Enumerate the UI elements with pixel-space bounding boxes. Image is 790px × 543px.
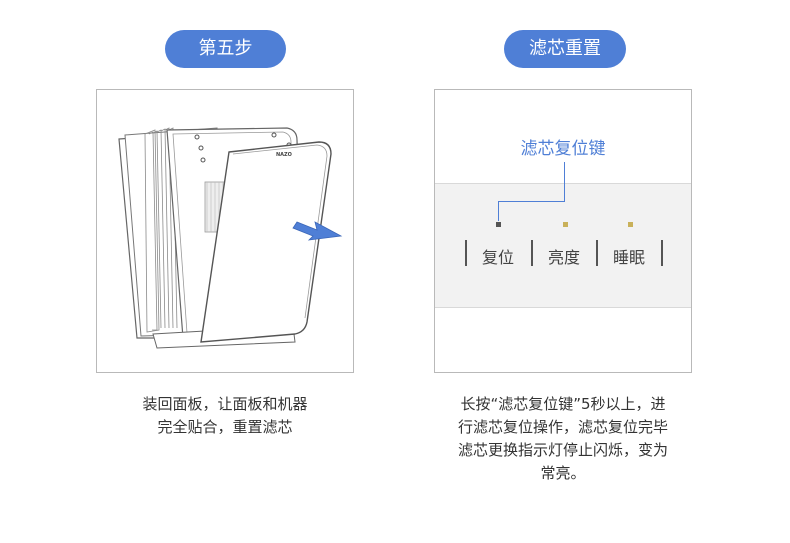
- reset-button[interactable]: 复位: [481, 248, 514, 267]
- caption-line: 完全贴合，重置滤芯: [157, 418, 293, 436]
- button-divider: [531, 240, 533, 266]
- callout-line: [564, 162, 565, 202]
- control-strip: [435, 183, 691, 308]
- air-purifier-illustration: [118, 127, 343, 349]
- callout-line: [498, 201, 565, 202]
- sleep-button[interactable]: 睡眠: [612, 248, 645, 267]
- sleep-indicator-light: [628, 222, 633, 227]
- reset-title: 滤芯重置: [529, 38, 601, 59]
- button-divider: [596, 240, 598, 266]
- button-divider: [465, 240, 467, 266]
- caption-line: 滤芯更换指示灯停止闪烁，变为: [457, 441, 668, 459]
- step-description: 装回面板，让面板和机器 完全贴合，重置滤芯: [96, 393, 354, 439]
- caption-line: 长按“滤芯复位键”5秒以上，进: [460, 395, 666, 413]
- callout-line: [498, 201, 499, 221]
- caption-line: 装回面板，让面板和机器: [142, 395, 308, 413]
- reset-indicator-light: [496, 222, 501, 227]
- caption-line: 行滤芯复位操作，滤芯复位完毕: [457, 418, 668, 436]
- filter-reset-key-label: 滤芯复位键: [520, 139, 606, 159]
- reset-description: 长按“滤芯复位键”5秒以上，进 行滤芯复位操作，滤芯复位完毕 滤芯更换指示灯停止…: [434, 393, 692, 485]
- step-title-badge: 第五步: [165, 30, 286, 68]
- device-brand-text: NAZO: [276, 152, 292, 158]
- brightness-indicator-light: [563, 222, 568, 227]
- caption-line: 常亮。: [540, 464, 586, 482]
- assembly-illustration-frame: NAZO: [96, 89, 354, 373]
- step-title: 第五步: [198, 38, 253, 59]
- brightness-button[interactable]: 亮度: [547, 248, 580, 267]
- control-panel-frame: 滤芯复位键 复位 亮度 睡眠: [434, 89, 692, 373]
- reset-title-badge: 滤芯重置: [504, 30, 626, 68]
- button-divider: [661, 240, 663, 266]
